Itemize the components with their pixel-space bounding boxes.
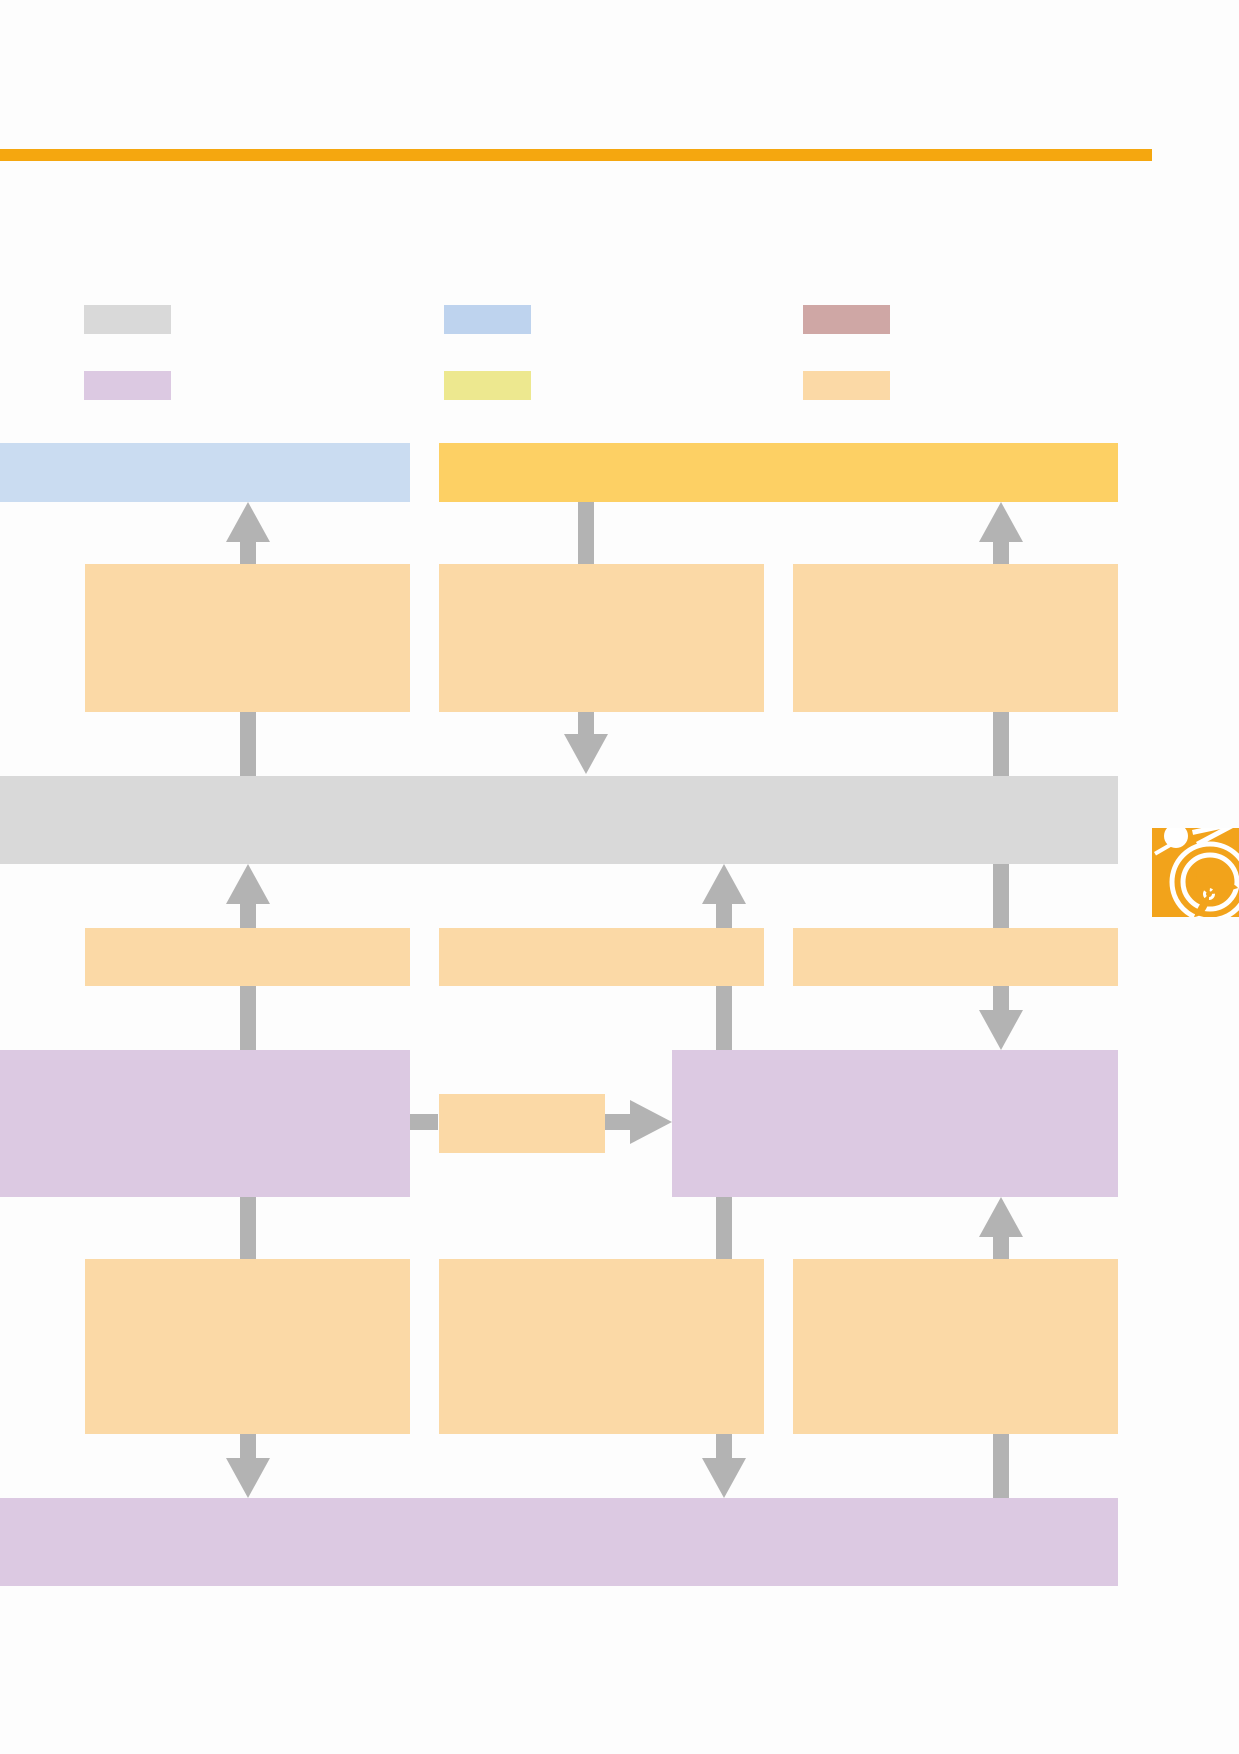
connector-line — [408, 1114, 438, 1130]
arrow-head-right — [630, 1100, 672, 1144]
connector-line — [240, 986, 256, 1050]
row2-right-box — [793, 928, 1118, 986]
arrow-head-down — [226, 1458, 270, 1498]
legend-swatch-brown — [803, 305, 890, 334]
left-purple-box — [0, 1050, 410, 1197]
connector-line — [240, 902, 256, 928]
connector-line — [716, 1434, 732, 1460]
central-gray-bar — [0, 776, 1118, 864]
connector-line — [993, 1434, 1009, 1498]
connector-line — [716, 986, 732, 1050]
bottom-purple-bar — [0, 1498, 1118, 1586]
bridge-box — [439, 1094, 605, 1153]
connector-line — [604, 1114, 634, 1130]
arrow-head-up — [979, 502, 1023, 542]
connector-line — [578, 502, 594, 564]
row3-middle-box — [439, 1259, 764, 1434]
connector-line — [240, 540, 256, 564]
arrow-head-down — [702, 1458, 746, 1498]
row1-left-box — [85, 564, 410, 712]
connector-line — [240, 1197, 256, 1259]
row3-right-box — [793, 1259, 1118, 1434]
arrow-head-up — [979, 1197, 1023, 1237]
connector-line — [716, 902, 732, 928]
row2-left-box — [85, 928, 410, 986]
legend-swatch-gray — [84, 305, 171, 334]
legend-swatch-orange — [803, 371, 890, 400]
connector-line — [993, 986, 1009, 1012]
connector-line — [240, 712, 256, 776]
row1-right-box — [793, 564, 1118, 712]
connector-line — [993, 1235, 1009, 1259]
arrow-head-up — [702, 864, 746, 904]
row2-middle-box — [439, 928, 764, 986]
arrow-head-up — [226, 864, 270, 904]
connector-line — [716, 1197, 732, 1259]
arrow-head-up — [226, 502, 270, 542]
connector-line — [240, 1434, 256, 1460]
connector-line — [993, 712, 1009, 776]
top-blue-bar — [0, 443, 410, 502]
row3-left-box — [85, 1259, 410, 1434]
right-purple-box — [672, 1050, 1118, 1197]
header-rule — [0, 149, 1152, 161]
connector-line — [993, 540, 1009, 564]
connector-line — [578, 712, 594, 738]
fan-logo-icon — [1152, 828, 1239, 917]
arrow-head-down — [979, 1010, 1023, 1050]
legend-swatch-purple — [84, 371, 171, 400]
connector-line — [993, 864, 1009, 928]
arrow-head-down — [564, 734, 608, 774]
row1-middle-box — [439, 564, 764, 712]
top-yellow-bar — [439, 443, 1118, 502]
legend-swatch-blue — [444, 305, 531, 334]
legend-swatch-yellow — [444, 371, 531, 400]
